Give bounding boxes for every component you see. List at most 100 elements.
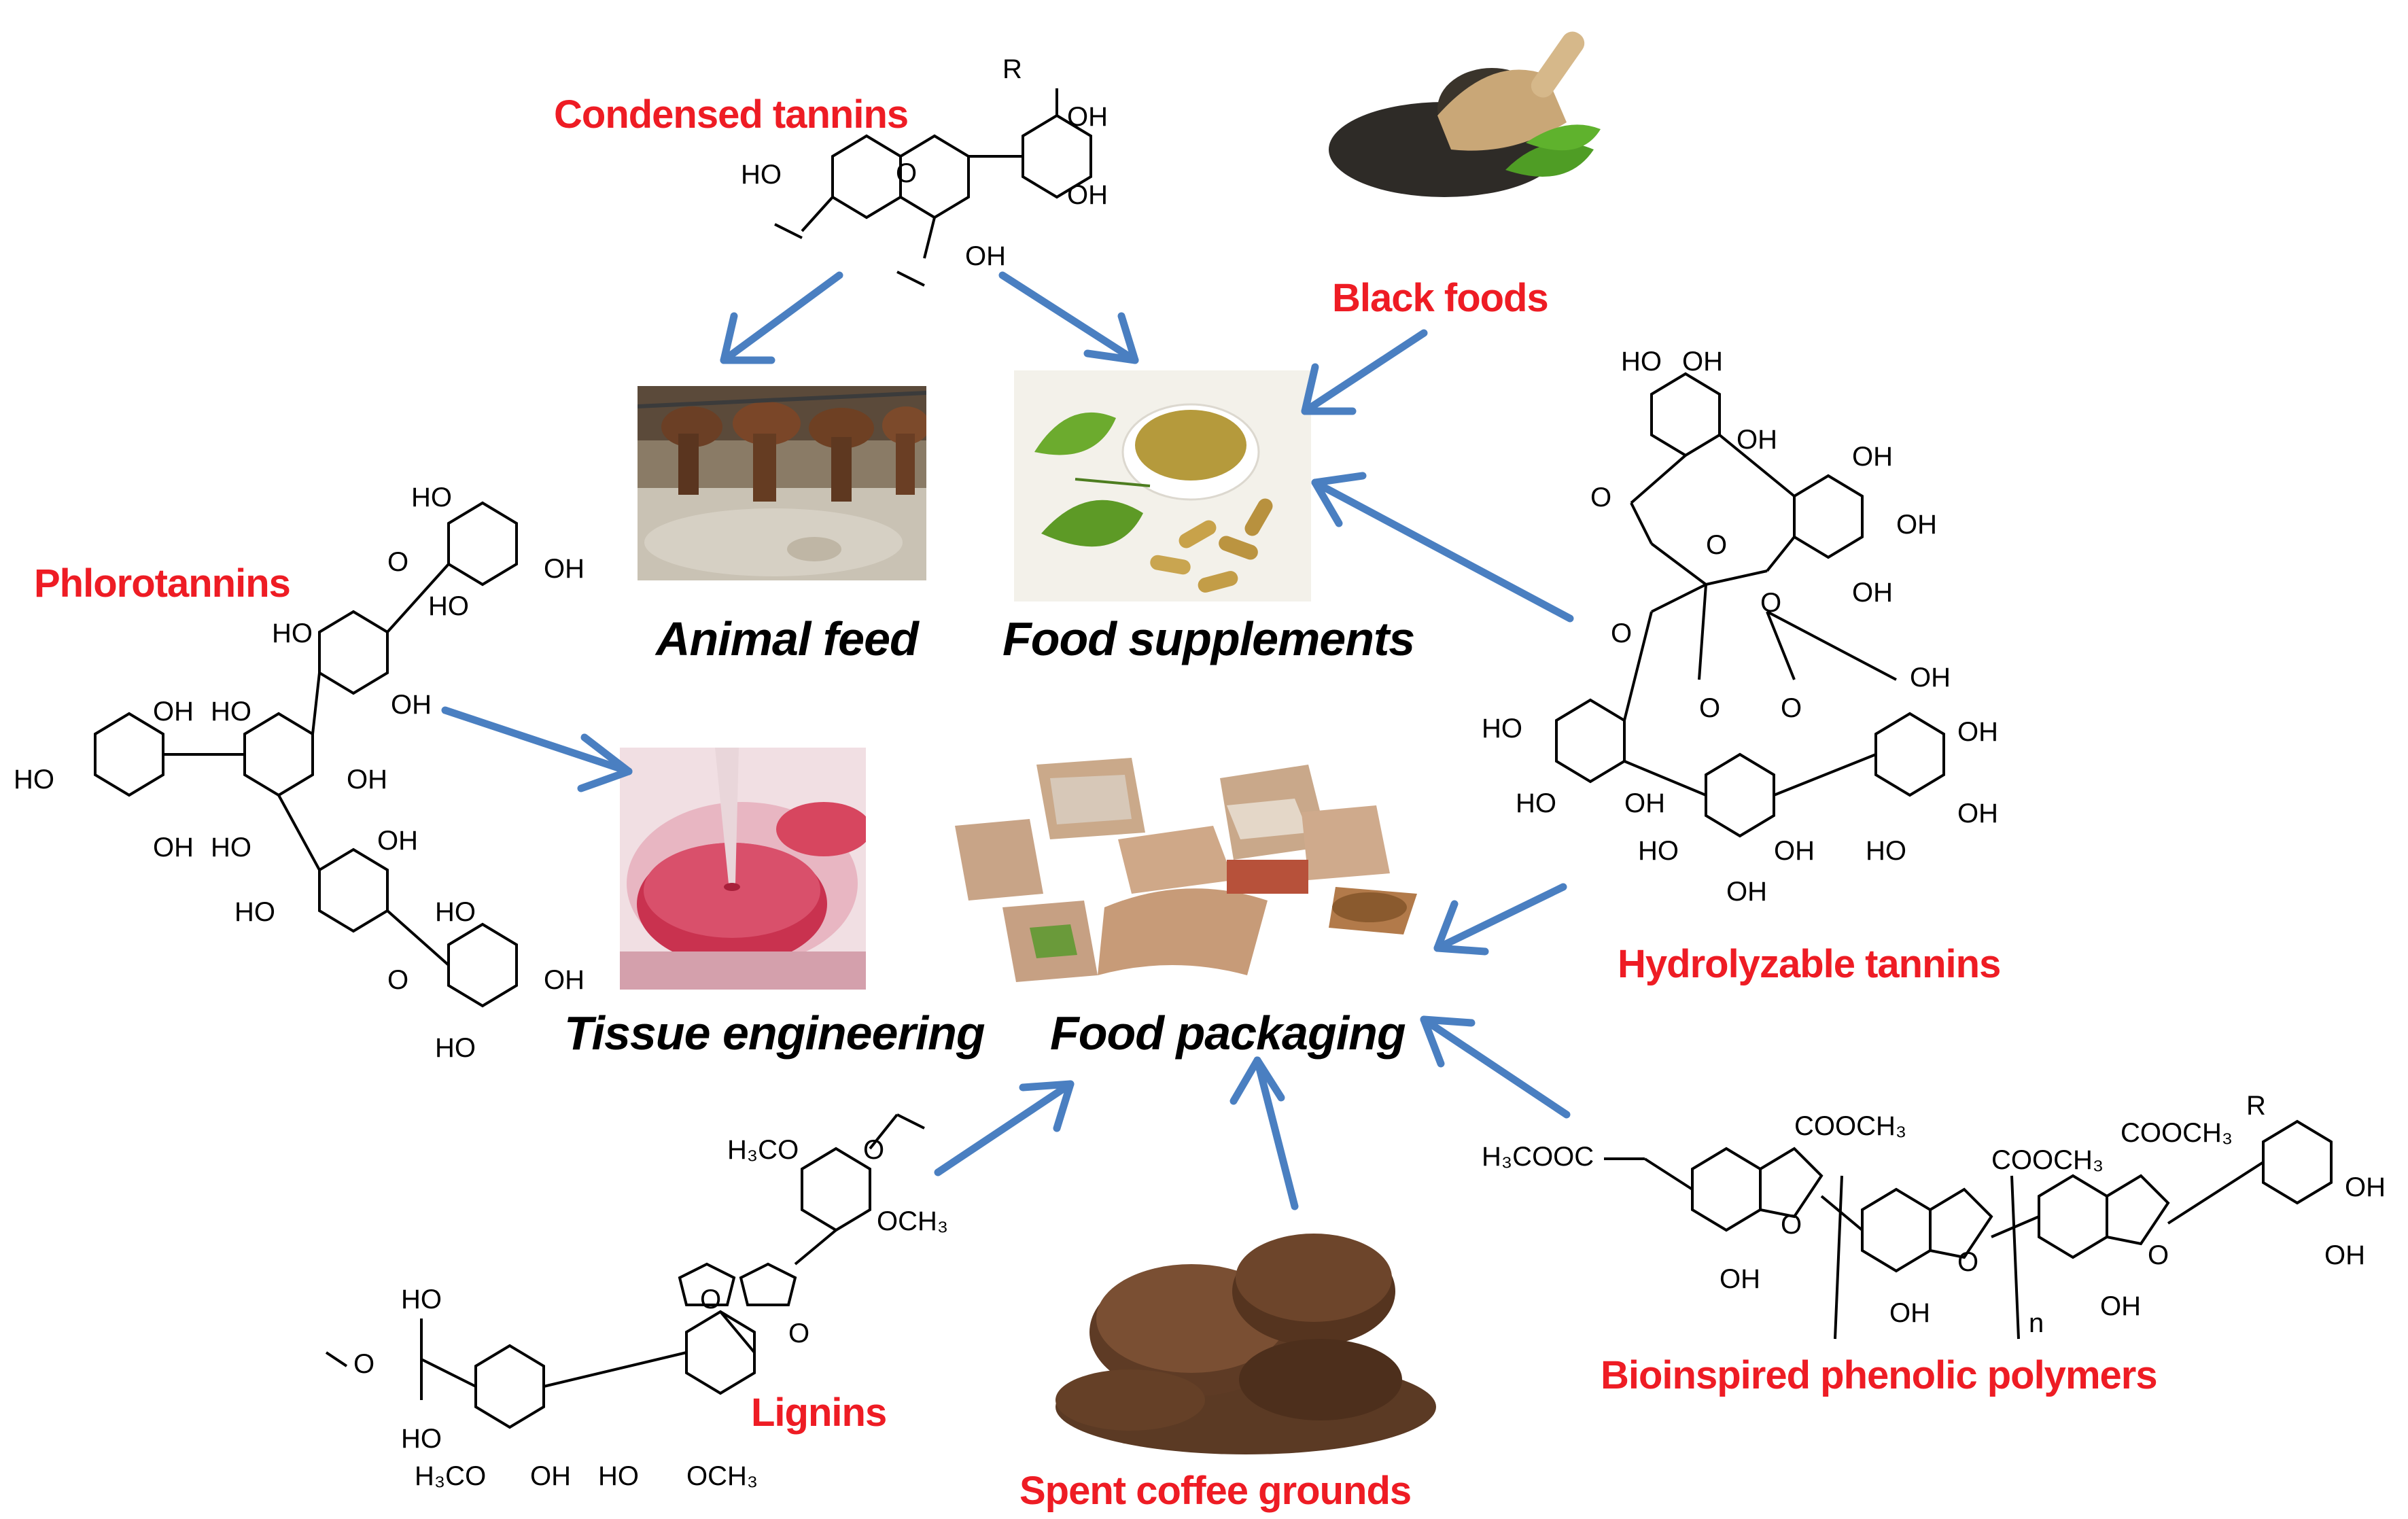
- hydrolyzable-label-oh-8: OH: [1957, 717, 1998, 747]
- hydrolyzable-label-ho-4: HO: [1638, 836, 1679, 866]
- hydrolyzable-label-oh-9: OH: [1957, 799, 1998, 828]
- condensed-tannin-label-o: O: [896, 158, 917, 188]
- polymer-label-r: R: [2246, 1091, 2266, 1121]
- hydrolyzable-label-oh-10: OH: [1774, 836, 1815, 866]
- hydrolyzable-label-oh-11: OH: [1726, 877, 1767, 907]
- hydrolyzable-label-o-2: O: [1706, 530, 1727, 560]
- label-food-supplements: Food supplements: [1002, 612, 1415, 665]
- label-condensed-tannins: Condensed tannins: [554, 92, 909, 137]
- phenolic-polymer-structure: H₃COOC COOCH₃ COOCH₃ COOCH₃ R OH OH OH O…: [1482, 1091, 2386, 1340]
- arrow-phlorotannins-to-tissue: [441, 706, 633, 792]
- phlorotannin-label-ho-5: HO: [14, 765, 54, 795]
- hydrolyzable-label-o-4: O: [1611, 618, 1632, 648]
- black-foods-photo: [1322, 14, 1621, 217]
- label-phlorotannins: Phlorotannins: [34, 561, 291, 606]
- hydrolyzable-label-oh-2: OH: [1737, 425, 1777, 455]
- phlorotannin-label-oh-3: OH: [153, 697, 194, 727]
- polymer-label-cooch3-2: COOCH₃: [1991, 1145, 2104, 1175]
- condensed-tannin-label-oh-1: OH: [1067, 102, 1108, 132]
- lignin-label-ho-3: HO: [598, 1461, 639, 1491]
- phlorotannin-label-oh-6: OH: [377, 826, 418, 856]
- lignin-label-o-3: O: [788, 1319, 809, 1348]
- hydrolyzable-label-o-3: O: [1760, 588, 1781, 618]
- phlorotannin-label-ho-6: HO: [211, 833, 251, 862]
- lignin-label-h3co-2: H₃CO: [415, 1461, 486, 1491]
- lignin-label-o-2: O: [700, 1285, 721, 1314]
- spent-coffee-grounds-photo: [1049, 1203, 1445, 1454]
- label-hydrolyzable-tannins: Hydrolyzable tannins: [1618, 942, 2001, 986]
- hydrolyzable-label-o-5: O: [1699, 693, 1720, 723]
- label-food-packaging: Food packaging: [1050, 1007, 1406, 1060]
- label-black-foods: Black foods: [1332, 276, 1549, 320]
- arrow-hydrolyzable-to-supplements: [1311, 472, 1574, 623]
- polymer-label-cooch3-1: COOCH₃: [1794, 1111, 1906, 1141]
- phlorotannin-label-ho-8: HO: [435, 897, 476, 927]
- polymer-label-n: n: [2029, 1308, 2044, 1338]
- hydrolyzable-label-oh-5: OH: [1852, 578, 1893, 608]
- hydrolyzable-label-ho-2: HO: [1482, 714, 1522, 744]
- label-lignins: Lignins: [751, 1391, 887, 1435]
- phlorotannin-label-o-1: O: [387, 547, 408, 577]
- phlorotannin-label-ho-7: HO: [234, 897, 275, 927]
- label-tissue-engineering: Tissue engineering: [564, 1007, 985, 1060]
- arrow-condensed-to-supplements: [998, 271, 1139, 364]
- phlorotannin-structure: HO OH HO O HO OH OH HO HO OH OH HO OH HO…: [14, 483, 584, 1063]
- phlorotannin-label-ho-2: HO: [428, 591, 469, 621]
- phlorotannin-label-ho-9: HO: [435, 1033, 476, 1063]
- arrow-black-foods-to-supplements: [1301, 329, 1428, 415]
- animal-feed-photo: [638, 386, 926, 580]
- condensed-tannin-label-r: R: [1002, 54, 1022, 84]
- arrows: [441, 271, 1574, 1210]
- hydrolyzable-label-oh-1: OH: [1682, 347, 1723, 377]
- phlorotannin-label-o-2: O: [387, 965, 408, 995]
- lignin-label-oh-1: OH: [530, 1461, 571, 1491]
- hydrolyzable-label-oh-3: OH: [1852, 442, 1893, 472]
- lignin-label-o-4: O: [353, 1349, 374, 1379]
- label-bioinspired-phenolic-polymers: Bioinspired phenolic polymers: [1601, 1353, 2158, 1397]
- hydrolyzable-label-ho-3: HO: [1516, 788, 1556, 818]
- phlorotannin-label-ho-4: HO: [211, 697, 251, 727]
- label-spent-coffee-grounds: Spent coffee grounds: [1019, 1469, 1412, 1513]
- condensed-tannin-label-oh-3: OH: [965, 241, 1006, 271]
- condensed-tannin-label-oh-2: OH: [1067, 180, 1108, 210]
- polymer-label-o-3: O: [2148, 1240, 2169, 1270]
- arrow-lignins-to-packaging: [934, 1080, 1075, 1176]
- arrow-coffee-to-packaging: [1229, 1056, 1299, 1210]
- hydrolyzable-label-oh-4: OH: [1896, 510, 1937, 540]
- lignin-label-h3co-1: H₃CO: [727, 1135, 799, 1165]
- lignin-structure: H₃CO O OCH₃ O O HO O HO H₃CO OH HO OCH₃: [325, 1113, 948, 1491]
- hydrolyzable-tannin-structure: HO OH OH O OH OH OH O O O OH HO HO OH O …: [1482, 347, 1998, 907]
- food-supplements-photo: [1014, 370, 1311, 601]
- food-packaging-photo: [928, 737, 1434, 994]
- hydrolyzable-label-o-6: O: [1781, 693, 1802, 723]
- condensed-tannin-label-ho: HO: [741, 160, 782, 190]
- phlorotannin-label-oh-5: OH: [153, 833, 194, 862]
- polymer-label-oh-4: OH: [1889, 1298, 1930, 1328]
- condensed-tannin-structure: R OH OH HO O OH: [741, 54, 1108, 287]
- arrow-hydrolyzable-to-packaging: [1433, 883, 1567, 956]
- hydrolyzable-label-o-1: O: [1590, 483, 1611, 512]
- polymer-label-oh-1: OH: [2345, 1172, 2386, 1202]
- lignin-label-o-1: O: [863, 1135, 884, 1165]
- phlorotannin-label-oh-4: OH: [347, 765, 387, 795]
- phlorotannin-label-oh-2: OH: [391, 690, 432, 720]
- phlorotannin-label-oh-7: OH: [544, 965, 584, 995]
- polymer-label-oh-5: OH: [2100, 1291, 2141, 1321]
- hydrolyzable-label-ho-1: HO: [1621, 347, 1662, 377]
- lignin-label-och3-2: OCH₃: [686, 1461, 758, 1491]
- polymer-label-o-2: O: [1957, 1247, 1978, 1277]
- label-animal-feed: Animal feed: [656, 612, 919, 665]
- lignin-label-ho-2: HO: [401, 1424, 442, 1454]
- lignin-label-och3-1: OCH₃: [877, 1206, 948, 1236]
- arrow-condensed-to-animal-feed: [720, 271, 843, 364]
- polymer-label-h3cooc: H₃COOC: [1482, 1142, 1594, 1172]
- polymer-label-o-1: O: [1781, 1210, 1802, 1240]
- tissue-engineering-photo: [620, 748, 866, 990]
- hydrolyzable-label-ho-5: HO: [1866, 836, 1906, 866]
- polymer-label-oh-3: OH: [1720, 1264, 1760, 1294]
- polymer-label-cooch3-3: COOCH₃: [2121, 1118, 2233, 1148]
- phlorotannin-label-oh-1: OH: [544, 554, 584, 584]
- hydrolyzable-label-oh-7: OH: [1624, 788, 1665, 818]
- lignin-label-ho-1: HO: [401, 1285, 442, 1314]
- arrow-polymers-to-packaging: [1420, 1015, 1571, 1119]
